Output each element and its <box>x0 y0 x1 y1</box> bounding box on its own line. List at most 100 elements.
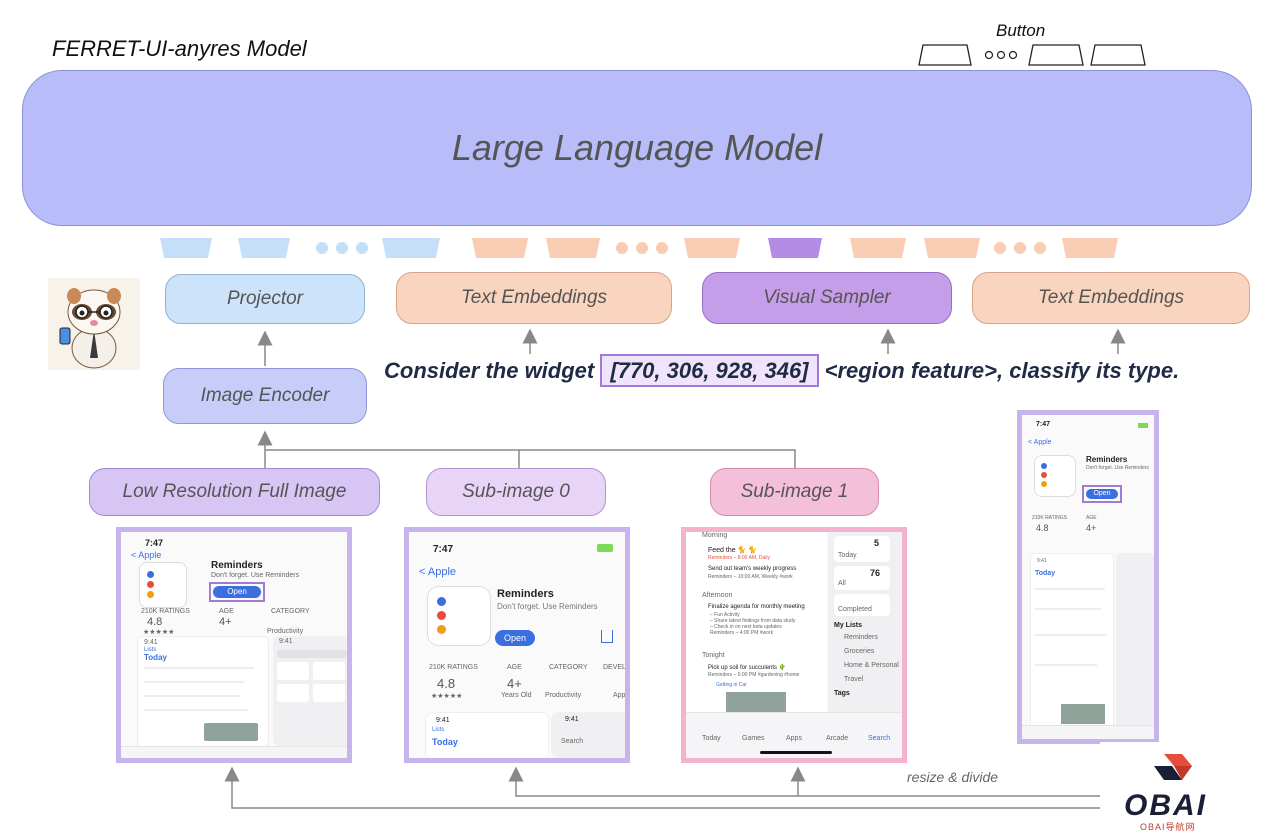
prompt-bbox-highlight: [770, 306, 928, 346] <box>600 354 819 387</box>
age-value: 4+ <box>507 676 522 691</box>
button-legend-shapes <box>918 44 1146 66</box>
lists-screenshot-preview: 9:41 Search <box>551 712 625 758</box>
image-tokens <box>160 238 440 258</box>
reminders-screenshot-preview: 9:41 Lists Today <box>425 712 549 758</box>
reminders-screenshot-preview: 9:41 Lists Today <box>137 636 269 748</box>
app-tagline: Don't forget. Use Reminders <box>211 572 300 579</box>
diagram-title: FERRET-UI-anyres Model <box>52 36 307 61</box>
back-link: < Apple <box>131 550 162 560</box>
watermark-background <box>1100 742 1280 838</box>
text-token-dot <box>656 242 668 254</box>
prompt-text: Consider the widget [770, 306, 928, 346]… <box>384 354 1180 387</box>
output-token-shape <box>918 44 972 66</box>
reminders-app-icon <box>427 586 491 646</box>
status-time: 7:47 <box>145 538 164 548</box>
developer-value: App <box>613 692 626 699</box>
age-label: AGE <box>507 664 522 671</box>
app-name: Reminders <box>211 560 263 571</box>
image-encoder-block: Image Encoder <box>163 368 367 424</box>
app-tagline: Don't forget. Use Reminders <box>1086 465 1149 471</box>
category-label: CATEGORY <box>549 664 588 671</box>
age-value: 4+ <box>219 616 232 628</box>
text-token-dot <box>616 242 628 254</box>
arrow-resize-low-res <box>224 766 1166 809</box>
share-icon <box>601 630 613 643</box>
arrow-divide-sub-image-0 <box>508 766 1100 797</box>
category-value: Productivity <box>545 692 582 699</box>
prompt-prefix: Consider the widget <box>384 358 601 383</box>
text-token <box>684 238 740 258</box>
rating-value: 4.8 <box>147 616 163 628</box>
sub-image-1-label: Sub-image 1 <box>710 468 879 516</box>
watermark-subtext: OBAI导航网 <box>1140 822 1196 832</box>
category-value: Productivity <box>267 628 304 635</box>
text-tokens-1 <box>472 238 740 258</box>
button-legend-label: Button <box>996 21 1046 40</box>
text-token <box>472 238 528 258</box>
ferret-mascot-icon <box>48 278 140 370</box>
open-button: Open <box>495 630 535 646</box>
app-tagline: Don't forget. Use Reminders <box>497 602 598 611</box>
developer-label: DEVEL <box>603 664 626 671</box>
watermark-logo-icon <box>1154 754 1192 780</box>
text-token <box>924 238 980 258</box>
reminders-app-icon <box>1034 455 1076 497</box>
low-resolution-full-image-label: Low Resolution Full Image <box>89 468 380 516</box>
age-label: AGE <box>219 608 234 615</box>
battery-icon <box>597 544 613 552</box>
age-sub: Years Old <box>501 692 532 699</box>
visual-sampler-block: Visual Sampler <box>702 272 952 324</box>
output-token-shape <box>1090 44 1146 66</box>
home-indicator <box>760 751 832 754</box>
lists-screenshot-preview: 9:41 <box>273 636 347 746</box>
image-token-dot <box>336 242 348 254</box>
open-button: Open <box>213 586 261 598</box>
text-token-dot <box>636 242 648 254</box>
image-token-dot <box>316 242 328 254</box>
open-button-highlight: Open <box>209 582 265 602</box>
text-token-dot <box>1034 242 1046 254</box>
low-res-image-thumbnail: 7:47 < Apple Reminders Don't forget. Use… <box>116 527 352 763</box>
succulent-image <box>726 692 786 712</box>
text-token <box>546 238 600 258</box>
resize-divide-label: resize & divide <box>907 769 999 785</box>
lists-overview-panel: 5 Today 76 All Completed My Lists Remind… <box>828 532 902 712</box>
ellipsis-dot <box>996 50 1006 60</box>
region-feature-token <box>768 238 822 258</box>
text-embeddings-block-1: Text Embeddings <box>396 272 672 324</box>
open-button: Open <box>1086 489 1118 499</box>
reminders-app-icon <box>139 562 187 608</box>
ratings-label: 210K RATINGS <box>429 664 478 671</box>
prompt-suffix: <region feature>, classify its type. <box>818 358 1180 383</box>
text-token-dot <box>1014 242 1026 254</box>
reminders-list-panel: Morning Feed the 🐈 🐈 Reminders – 8:00 AM… <box>686 532 826 712</box>
text-token <box>1062 238 1118 258</box>
app-name: Reminders <box>497 588 554 600</box>
status-time: 7:47 <box>1036 421 1051 428</box>
rating-value: 4.8 <box>437 676 456 691</box>
watermark-text: OBAI <box>1124 789 1207 822</box>
text-token-dot <box>994 242 1006 254</box>
ellipsis-dot <box>1008 50 1018 60</box>
projector-block: Projector <box>165 274 365 324</box>
status-time: 7:47 <box>433 544 454 555</box>
text-tokens-2 <box>850 238 1118 258</box>
text-embeddings-block-2: Text Embeddings <box>972 272 1250 324</box>
output-token-shape <box>1028 44 1084 66</box>
sub-image-1-thumbnail: Morning Feed the 🐈 🐈 Reminders – 8:00 AM… <box>681 527 907 763</box>
tab-bar <box>1022 725 1154 739</box>
image-token <box>382 238 440 258</box>
image-token-dot <box>356 242 368 254</box>
sub-image-0-label: Sub-image 0 <box>426 468 606 516</box>
open-button-highlight: Open <box>1082 485 1122 503</box>
input-token-row <box>160 238 1118 258</box>
image-token <box>238 238 290 258</box>
line-sub-image-1-merge <box>265 449 796 468</box>
full-resolution-image: 7:47 < Apple Reminders Don't forget. Use… <box>1017 410 1159 744</box>
rating-stars: ★★★★★ <box>143 629 175 636</box>
battery-icon <box>1138 423 1148 428</box>
back-link: < Apple <box>419 566 457 578</box>
rating-stars: ★★★★★ <box>431 693 463 700</box>
large-language-model-block: Large Language Model <box>22 70 1252 226</box>
